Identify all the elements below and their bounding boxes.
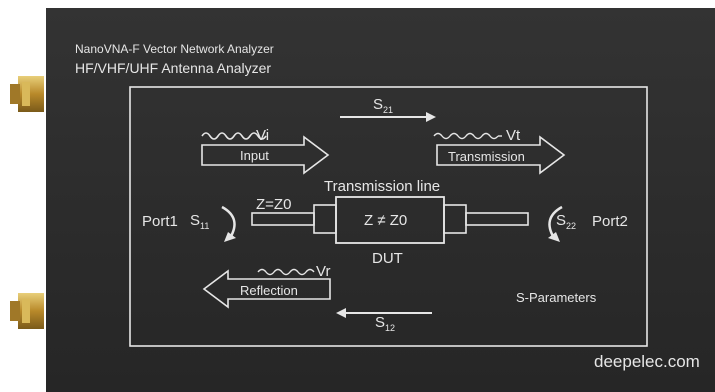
dut-label: DUT	[372, 250, 403, 267]
brand-label: deepelec.com	[594, 352, 700, 371]
s12-arrow	[336, 308, 432, 318]
sma-connector-bottom	[10, 293, 44, 329]
svg-text:Transmission: Transmission	[448, 149, 525, 164]
svg-text:S11: S11	[190, 212, 209, 231]
s-parameters-label: S-Parameters	[516, 290, 597, 305]
vr-label: Vr	[316, 263, 330, 280]
s11-label: S11	[190, 212, 209, 231]
diagram-border	[129, 86, 648, 347]
header-line-2: HF/VHF/UHF Antenna Analyzer	[75, 60, 271, 76]
s21-arrow	[340, 112, 436, 122]
s21-label: S21	[373, 96, 393, 115]
vr-wave	[257, 268, 315, 276]
svg-text:S12: S12	[375, 314, 395, 333]
s12-label: S12	[375, 314, 395, 333]
s11-return-arrow	[221, 205, 236, 242]
header-line-1: NanoVNA-F Vector Network Analyzer	[75, 42, 274, 56]
vt-wave	[433, 132, 499, 140]
reflection-arrow: Reflection	[202, 269, 331, 309]
vi-wave	[201, 132, 267, 140]
svg-text:S22: S22	[556, 212, 576, 231]
vi-label: Vi	[256, 127, 269, 144]
svg-text:Reflection: Reflection	[240, 283, 298, 298]
vt-label: Vt	[506, 127, 521, 144]
transmission-arrow: Transmission	[436, 135, 566, 175]
s22-label: S22	[556, 212, 576, 231]
device-panel	[46, 8, 715, 392]
svg-text:Input: Input	[240, 148, 269, 163]
input-arrow: Input	[201, 135, 330, 175]
sma-connector-top	[10, 76, 44, 112]
z-neq-label: Z ≠ Z0	[364, 212, 407, 229]
svg-text:S21: S21	[373, 96, 393, 115]
right-cable	[465, 212, 529, 226]
port2-label: Port2	[592, 213, 628, 230]
transmission-line-label: Transmission line	[324, 178, 440, 195]
port1-label: Port1	[142, 213, 178, 230]
z-eq-label: Z=Z0	[256, 196, 291, 213]
s22-return-arrow	[548, 205, 563, 242]
